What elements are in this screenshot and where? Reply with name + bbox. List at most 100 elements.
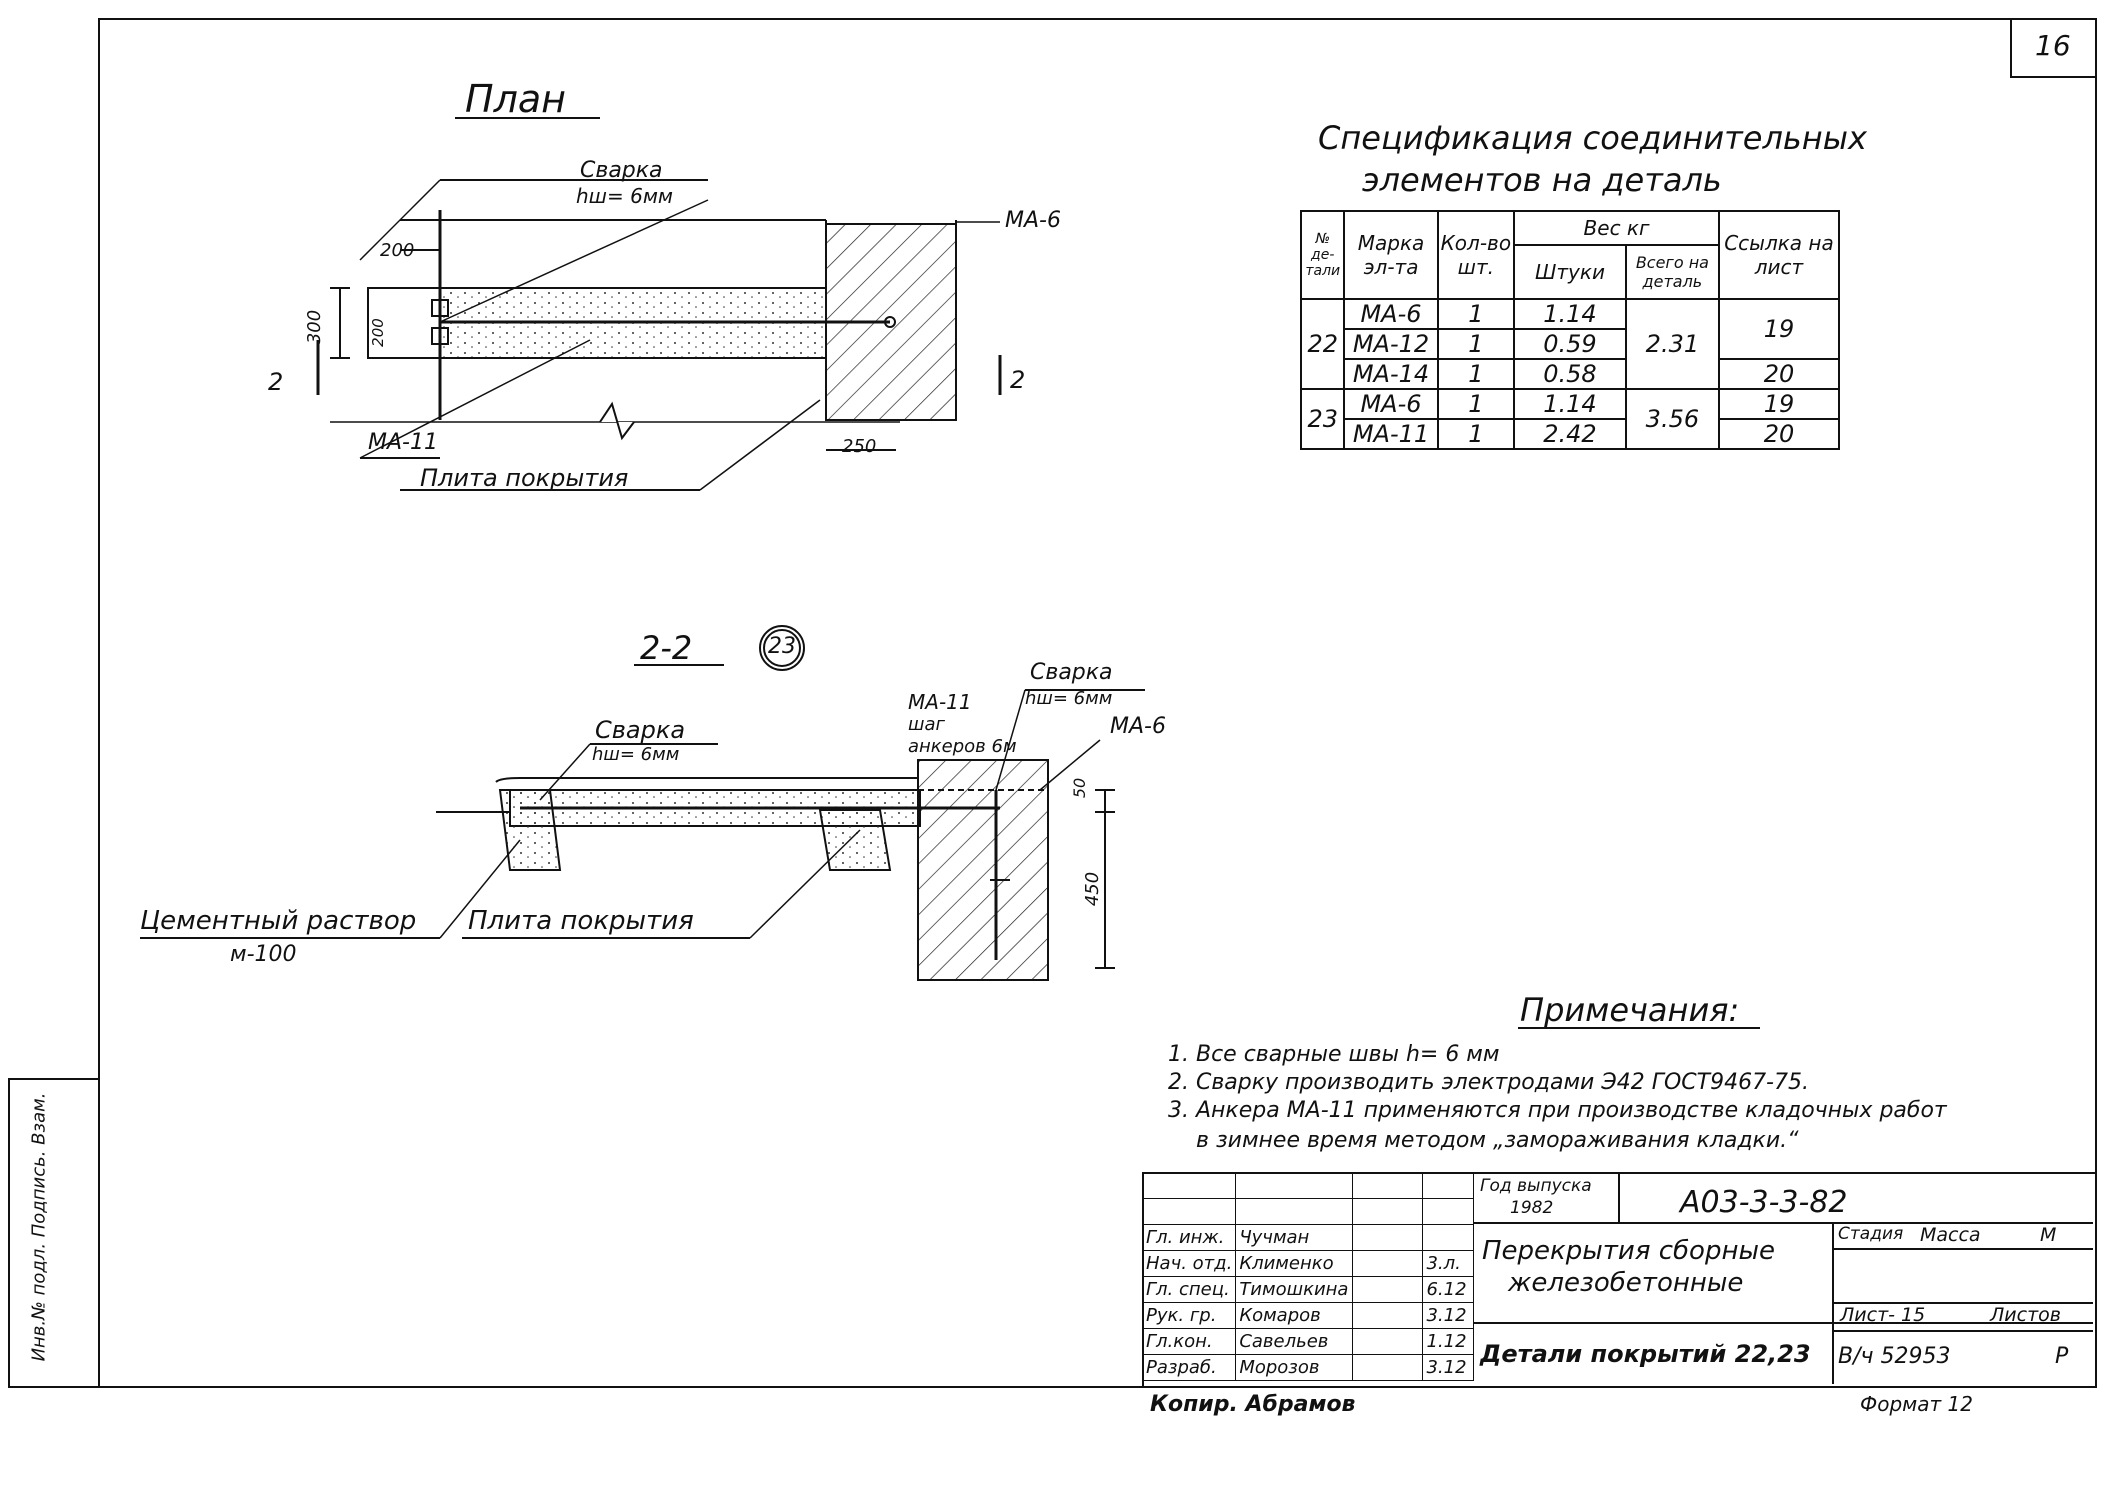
spec-row-ref: 20 [1717,418,1841,450]
tb-name-divider [1474,1322,2093,1324]
section-mortar-label: Цементный раствор [140,906,417,936]
sheet-number-box [2010,18,2095,78]
section-weld-right-label: Сварка [1030,660,1113,685]
tb-role: Разраб. [1141,1354,1237,1381]
plan-dim-200: 200 [380,240,415,261]
tb-role: Рук. гр. [1141,1302,1237,1329]
section-weld-left-size: hш= 6мм [592,744,680,765]
plan-view [316,179,1002,491]
section-title: 2-2 [640,629,693,667]
spec-header-weight: Вес кг [1513,210,1720,246]
tb-date: 3.12 [1422,1302,1474,1329]
tb-code: А03-3-3-82 [1680,1185,1848,1220]
spec-header-no: № де-тали [1299,210,1346,300]
plan-dim-250: 250 [842,436,877,457]
section-weld-left-label: Сварка [595,716,686,744]
tb-date: 1.12 [1422,1328,1474,1355]
spec-row-piece: 1.14 [1513,298,1627,330]
tb-year: 1982 [1510,1198,1554,1218]
spec-row-piece: 0.59 [1513,328,1627,360]
spec-row-detail: 22 [1299,298,1346,390]
tb-name: Чучман [1235,1224,1354,1251]
spec-header-mark: Марка эл-та [1343,210,1439,300]
note-item: 1. Все сварные швы h= 6 мм [1168,1042,1500,1067]
tb-stage-letter: Р [2055,1344,2069,1369]
tb-role: Гл. спец. [1141,1276,1237,1303]
tb-name: Тимошкина [1235,1276,1354,1303]
note-item: 3. Анкера МА-11 применяются при производ… [1168,1098,1947,1123]
tb-scale-label: М [2040,1224,2057,1246]
spec-row-mark: МА-11 [1343,418,1439,450]
tb-name: Савельев [1235,1328,1354,1355]
tb-date [1422,1224,1474,1251]
tb-code-underline [1474,1222,2093,1224]
plan-slab-label: Плита покрытия [420,464,629,492]
tb-date: 3.л. [1422,1250,1474,1277]
format-label: Формат 12 [1860,1392,1973,1416]
note-item: 2. Сварку производить электродами Э42 ГО… [1168,1070,1809,1095]
spec-title-line2: элементов на деталь [1362,161,1722,199]
tb-sheet-label: Лист- 15 [1840,1304,1926,1326]
copied-label: Копир. Абрамов [1150,1392,1356,1417]
plan-ma6-label: МА-6 [1005,208,1061,233]
tb-stage-row [1832,1222,2093,1250]
spec-header-piece: Штуки [1513,244,1627,300]
plan-dim-200-inner: 200 [368,318,387,347]
spec-header-qty: Кол-во шт. [1436,210,1516,300]
notes-title: Примечания: [1520,991,1740,1029]
section-anchor-step2: анкеров 6м [908,736,1017,757]
tb-inv-number: В/ч 52953 [1838,1344,1951,1369]
drawing-frame [98,18,2097,1388]
spec-row-mark: МА-6 [1343,388,1439,420]
tb-sheets-label: Листов [1990,1304,2061,1326]
tb-year-label: Год выпуска [1480,1176,1592,1196]
spec-header-ref: Ссылка на лист [1717,210,1841,300]
spec-title-line1: Спецификация соединительных [1318,119,1867,157]
spec-row-total: 2.31 [1624,298,1720,390]
sheet-number: 16 [2035,29,2071,62]
tb-mass-label: Масса [1920,1224,1981,1246]
tb-stage-label: Стадия [1838,1224,1904,1244]
plan-weld-label: Сварка [580,158,663,183]
spec-row-mark: МА-12 [1343,328,1439,360]
tb-role: Нач. отд. [1141,1250,1237,1277]
spec-row-qty: 1 [1436,418,1516,450]
spec-row-total: 3.56 [1624,388,1720,450]
tb-name: Комаров [1235,1302,1354,1329]
section-weld-right-size: hш= 6мм [1025,688,1113,709]
tb-detail-name: Детали покрытий 22,23 [1480,1340,1811,1368]
section-ma11-label: МА-11 [908,690,972,714]
spec-row-mark: МА-6 [1343,298,1439,330]
tb-name-line2: железобетонные [1508,1268,1744,1298]
plan-section-mark-left: 2 [268,368,284,396]
plan-weld-size: hш= 6мм [576,184,673,208]
spec-row-qty: 1 [1436,388,1516,420]
spec-row-ref: 19 [1717,388,1841,420]
section-ma6-label: МА-6 [1110,714,1166,739]
title-block-persons: Гл. инж.Чучман Нач. отд.Клименко 3.л. Гл.… [1141,1172,1474,1381]
spec-row-ref: 20 [1717,358,1841,390]
tb-role: Гл.кон. [1141,1328,1237,1355]
section-anchor-step: шаг [908,714,945,735]
spec-row-mark: МА-14 [1343,358,1439,390]
tb-sheet-row [1832,1302,2093,1332]
plan-ma11-label: МА-11 [368,430,438,455]
tb-name: Клименко [1235,1250,1354,1277]
note-item: в зимнее время методом „замораживания кл… [1196,1128,1799,1153]
spec-row-piece: 1.14 [1513,388,1627,420]
spec-row-qty: 1 [1436,358,1516,390]
tb-date: 6.12 [1422,1276,1474,1303]
side-stamp [8,1078,98,1388]
tb-role: Гл. инж. [1141,1224,1237,1251]
section-dim-50: 50 [1070,777,1090,799]
spec-row-piece: 0.58 [1513,358,1627,390]
spec-header-total: Всего на деталь [1624,244,1720,300]
spec-row-qty: 1 [1436,328,1516,360]
section-detail-no: 23 [768,634,796,659]
spec-row-piece: 2.42 [1513,418,1627,450]
section-view [140,625,1145,981]
spec-row-qty: 1 [1436,298,1516,330]
plan-section-mark-right: 2 [1010,366,1026,394]
tb-date: 3.12 [1422,1354,1474,1381]
